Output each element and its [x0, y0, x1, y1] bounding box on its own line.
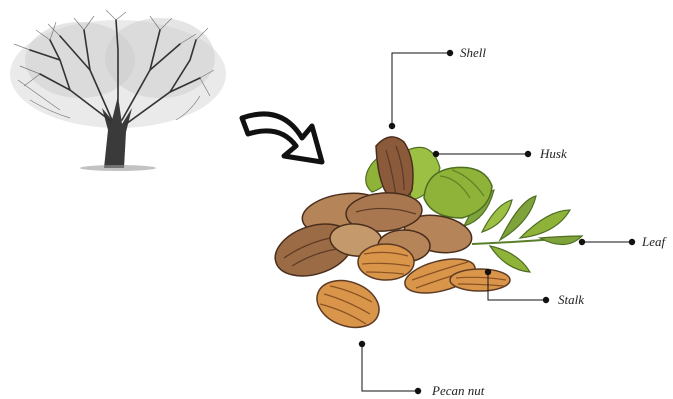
stalk-anchor-dot	[485, 269, 491, 275]
pecan-nut-label-dot	[415, 388, 421, 394]
leaf-label: Leaf	[642, 234, 665, 250]
shell-label: Shell	[460, 45, 486, 61]
leaf-label-dot	[629, 239, 635, 245]
stalk-label-dot	[543, 297, 549, 303]
husk-anchor-dot	[433, 151, 439, 157]
curved-arrow-icon	[242, 114, 322, 162]
pecan-nut-anchor-dot	[359, 341, 365, 347]
pecan-tree-illustration	[10, 10, 226, 171]
shell-anchor-dot	[389, 123, 395, 129]
pecan-nut-leader-line	[362, 344, 418, 391]
shell	[376, 137, 413, 202]
leaf-anchor-dot	[579, 239, 585, 245]
shell-leader-line	[392, 53, 450, 126]
stalk-label: Stalk	[558, 292, 584, 308]
shell-label-dot	[447, 50, 453, 56]
pecan-nut-label: Pecan nut	[432, 383, 484, 399]
husk-label-dot	[525, 151, 531, 157]
husk-label: Husk	[540, 146, 567, 162]
